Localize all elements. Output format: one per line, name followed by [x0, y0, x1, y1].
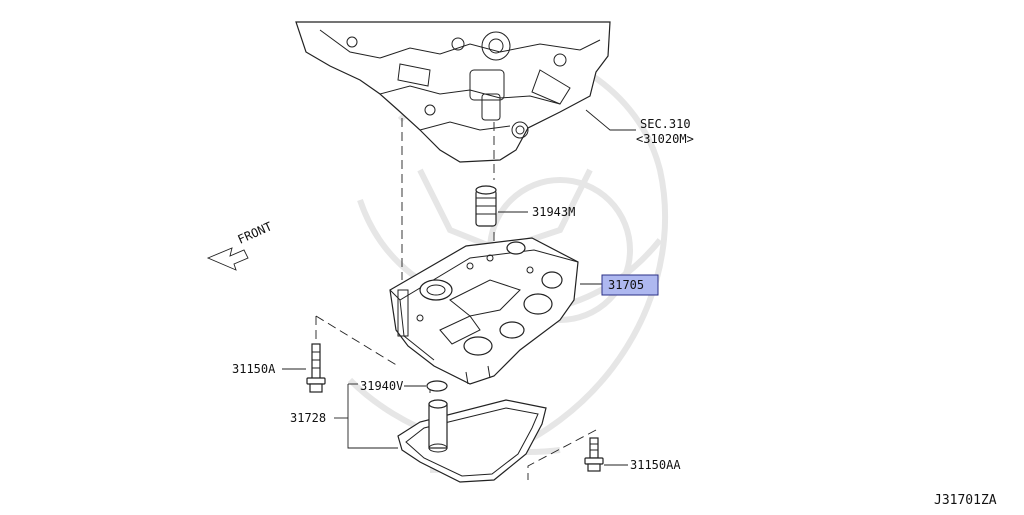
label-31150a: 31150A [232, 362, 276, 376]
front-arrow-icon [206, 247, 249, 271]
label-31943m: 31943M [532, 205, 575, 219]
label-31940v: 31940V [360, 379, 403, 393]
label-31705[interactable]: 31705 [608, 278, 644, 292]
bolt-31150a [306, 343, 326, 393]
control-valve-body-31705 [389, 237, 579, 385]
label-31020m: <31020M> [636, 132, 694, 146]
front-label: FRONT [236, 219, 275, 246]
diagram-id: J31701ZA [934, 493, 997, 508]
bolt-31150aa [584, 437, 604, 472]
solenoid-31943m [475, 185, 497, 227]
oil-strainer-31728 [397, 399, 547, 483]
front-direction-indicator: FRONT [206, 219, 275, 271]
leader-lines [282, 109, 636, 466]
label-31705-highlight [601, 274, 659, 296]
label-sec-310: SEC.310 [640, 117, 691, 131]
transmission-case [295, 21, 611, 163]
label-31728: 31728 [290, 411, 326, 425]
o-ring-31940v [426, 380, 448, 392]
label-31150aa: 31150AA [630, 458, 681, 472]
